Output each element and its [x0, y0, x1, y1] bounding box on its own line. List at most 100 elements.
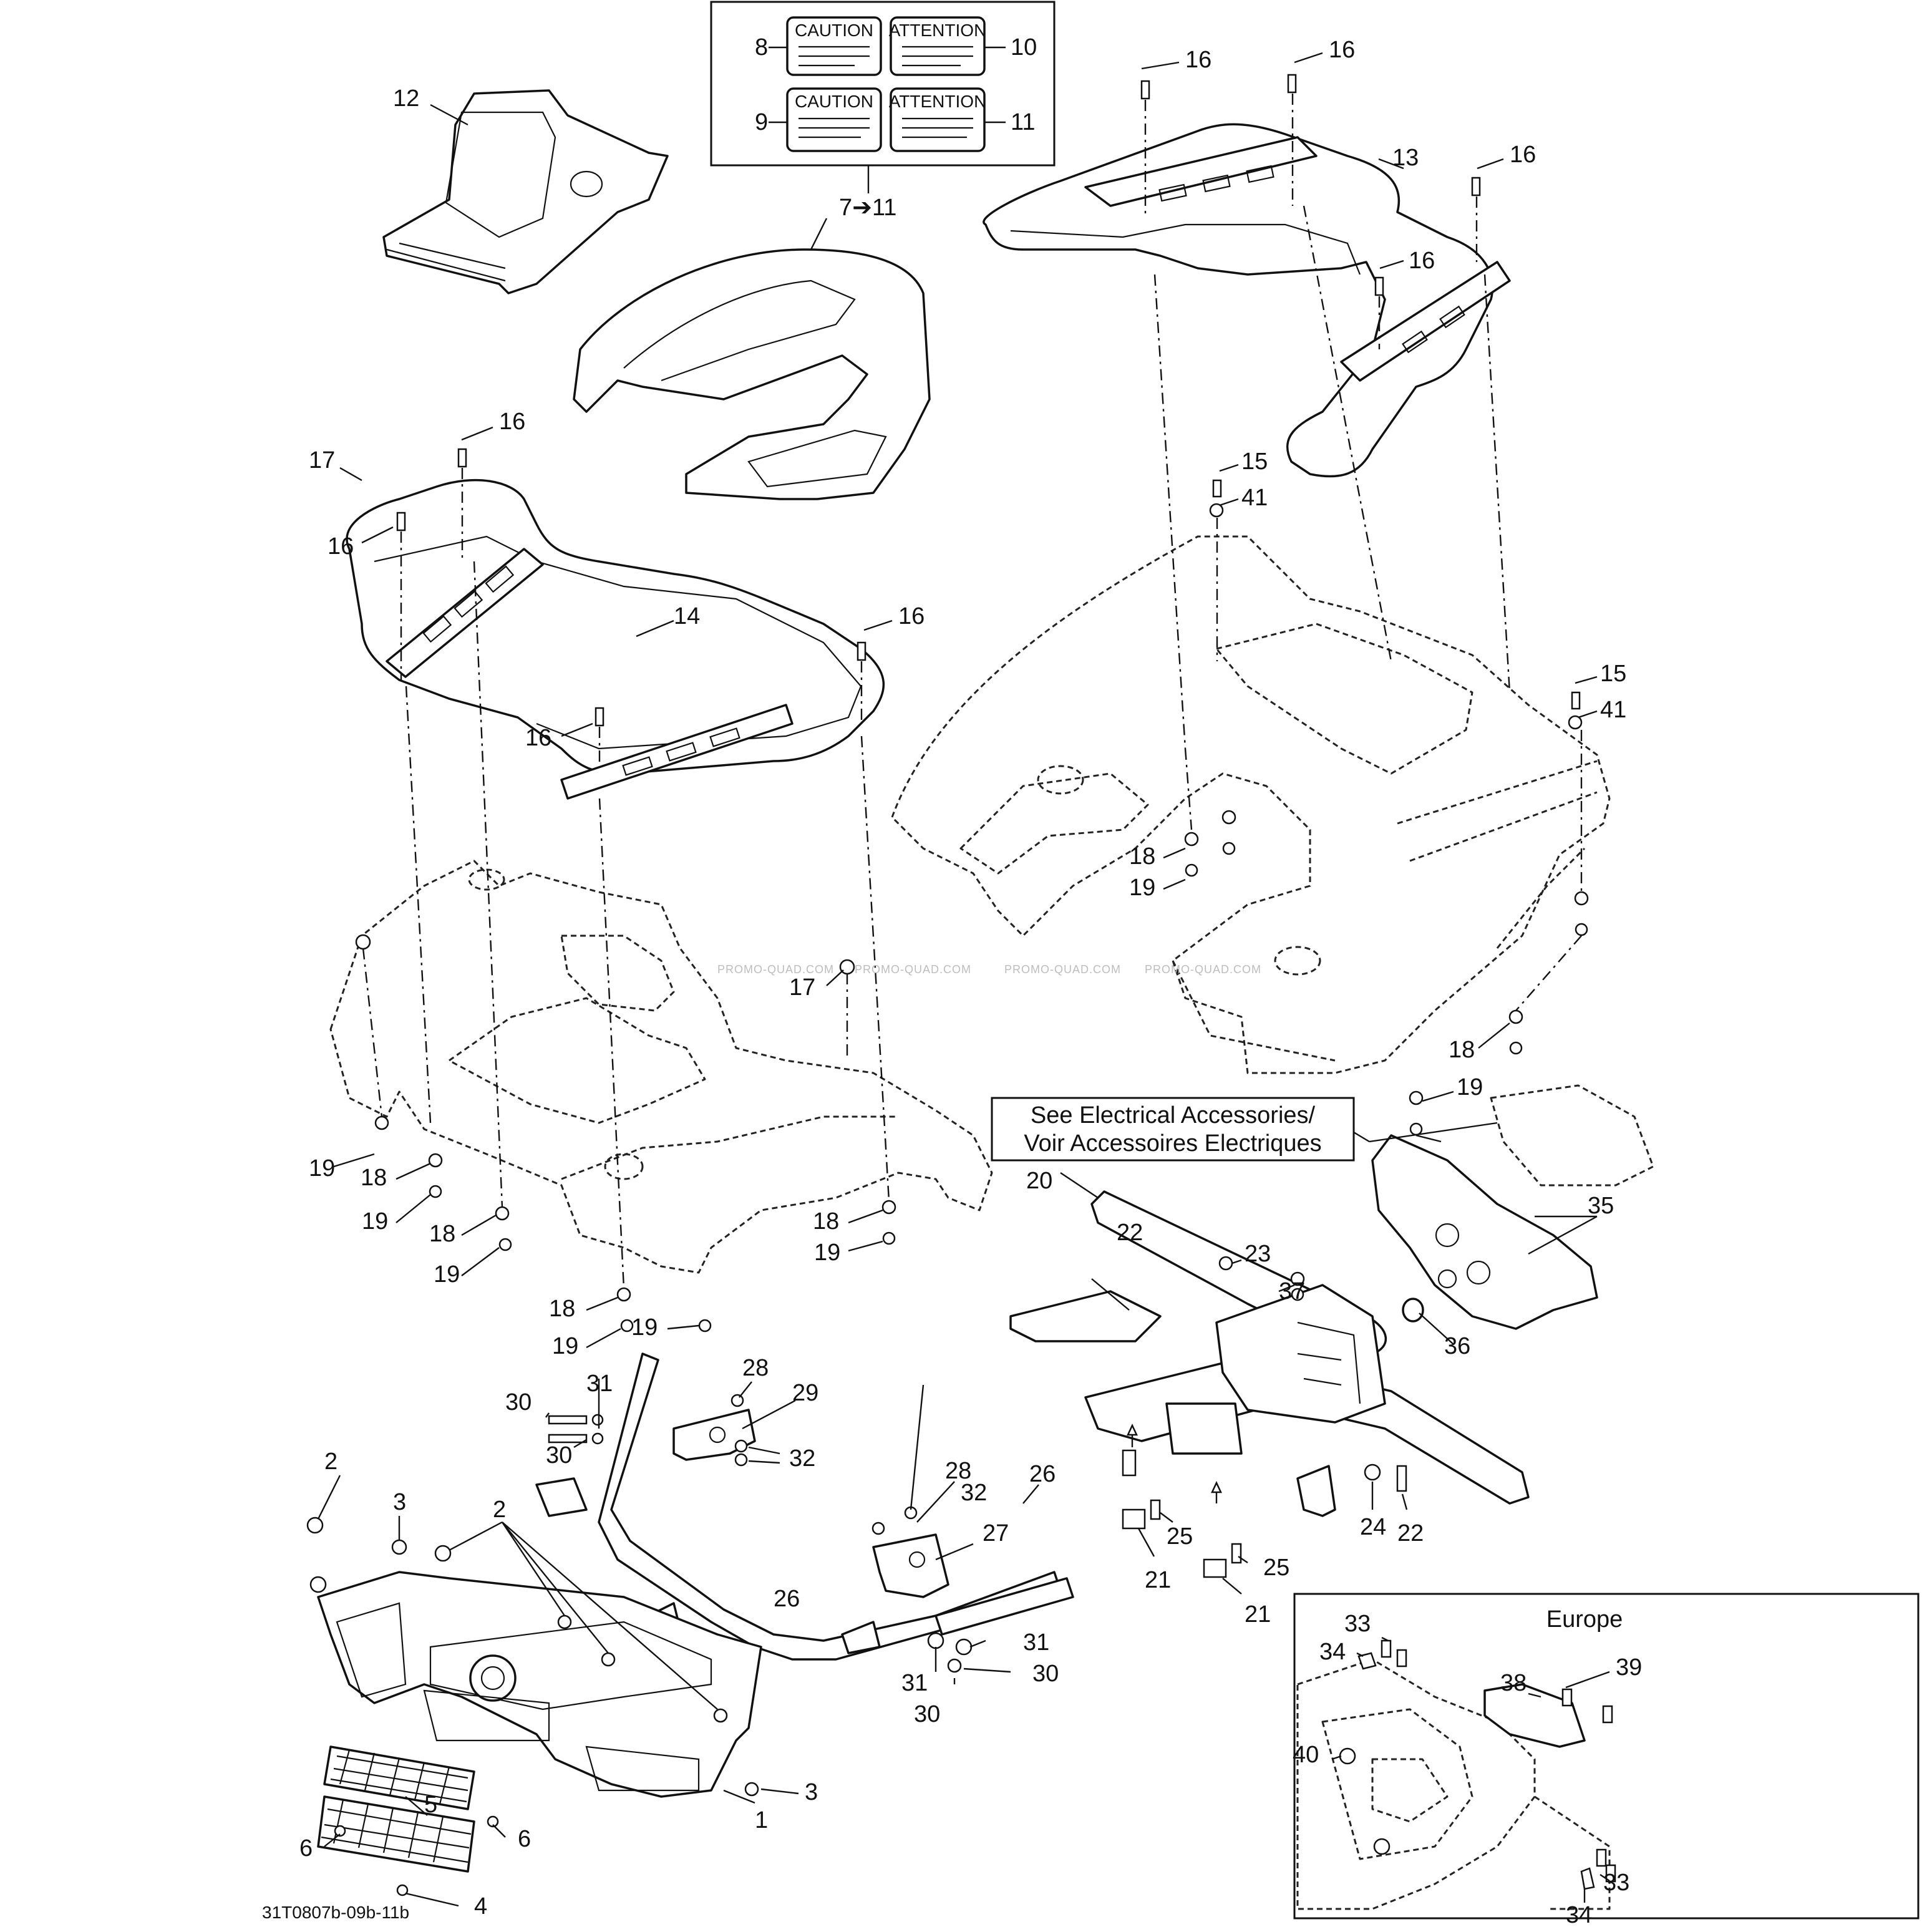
- callout-19: 19: [1457, 1074, 1483, 1100]
- callout-27: 27: [983, 1520, 1009, 1546]
- callout-30: 30: [1032, 1661, 1059, 1687]
- callout-38: 38: [1500, 1670, 1527, 1696]
- callout-10: 10: [1011, 34, 1037, 61]
- callout-18: 18: [813, 1208, 839, 1235]
- note-line-1: See Electrical Accessories/: [1031, 1102, 1316, 1129]
- decal-kit-box: CAUTION ATTENTION CAUTION ATTENTION: [710, 1, 1056, 193]
- callout-1: 1: [755, 1807, 768, 1833]
- callout-32: 32: [961, 1480, 987, 1506]
- callout-19: 19: [362, 1208, 388, 1235]
- callout-33: 33: [1344, 1611, 1371, 1637]
- watermark-text: PROMO-QUAD.COM: [717, 963, 834, 976]
- callout-16: 16: [499, 409, 525, 435]
- callout-34: 34: [1319, 1639, 1346, 1665]
- callout-41: 41: [1600, 697, 1626, 723]
- bracket-27: [872, 1533, 949, 1598]
- callout-6: 6: [518, 1826, 531, 1852]
- callout-41: 41: [1241, 485, 1268, 511]
- callout-9: 9: [755, 109, 768, 135]
- callout-31: 31: [901, 1670, 928, 1696]
- callout-19: 19: [309, 1155, 335, 1182]
- callout-21: 21: [1145, 1567, 1171, 1593]
- callout-29: 29: [792, 1380, 818, 1406]
- tail-light-assembly-35: [1371, 1084, 1654, 1330]
- rear-rack-13: [983, 123, 1511, 478]
- drawing-number: 31T0807b-09b-11b: [262, 1903, 409, 1922]
- callout-34: 34: [1566, 1902, 1592, 1928]
- callout-22: 22: [1117, 1220, 1143, 1246]
- bracket-29: [672, 1409, 756, 1461]
- callout-24: 24: [1360, 1514, 1386, 1540]
- callout-14: 14: [674, 603, 700, 629]
- callout-5: 5: [424, 1792, 437, 1818]
- rear-frame-20: [1009, 1172, 1530, 1517]
- headlight-cover-12: [382, 89, 669, 294]
- decal-caution-8: CAUTION: [786, 16, 882, 76]
- front-bumper-frame-26: [535, 1352, 1074, 1661]
- callout-30: 30: [914, 1701, 940, 1727]
- callout-18: 18: [361, 1165, 387, 1191]
- callout-3: 3: [393, 1489, 406, 1515]
- rear-fender: [891, 535, 1611, 1074]
- callout-36: 36: [1444, 1333, 1470, 1359]
- decal-attention-text: ATTENTION: [889, 21, 987, 40]
- note-line-2: Voir Accessoires Electriques: [1024, 1130, 1321, 1157]
- callout-19: 19: [631, 1314, 658, 1341]
- europe-inset-title: Europe: [1546, 1606, 1623, 1633]
- callout-6: 6: [299, 1835, 313, 1862]
- grille-5: [323, 1745, 475, 1810]
- watermark-text: PROMO-QUAD.COM: [855, 963, 971, 976]
- callout-25: 25: [1263, 1555, 1289, 1581]
- front-center-cover: [573, 218, 931, 500]
- callout-28: 28: [742, 1355, 769, 1381]
- callout-26: 26: [1029, 1461, 1056, 1487]
- front-bumper-1: [317, 1571, 762, 1804]
- callout-16: 16: [525, 725, 551, 751]
- callout-17: 17: [789, 974, 815, 1001]
- callout-40: 40: [1293, 1742, 1319, 1768]
- callout-13: 13: [1392, 145, 1419, 171]
- watermark: PROMO-QUAD.COM PROMO-QUAD.COM PROMO-QUAD…: [717, 963, 1261, 976]
- callout-18: 18: [1449, 1037, 1475, 1063]
- hardware: [306, 74, 1616, 1896]
- front-rack-14: [346, 478, 885, 800]
- callout-16: 16: [328, 533, 354, 560]
- callout-16: 16: [1510, 142, 1536, 168]
- callout-28: 28: [945, 1458, 971, 1484]
- watermark-text: PROMO-QUAD.COM: [1004, 963, 1121, 976]
- callout-16: 16: [1409, 248, 1435, 274]
- decal-caution-text: CAUTION: [795, 92, 873, 111]
- callout-19: 19: [552, 1333, 578, 1359]
- callout-16: 16: [1329, 37, 1355, 63]
- decal-attention-11: ATTENTION: [889, 87, 987, 152]
- callout-leaders: [317, 52, 1610, 1907]
- callout-15: 15: [1241, 449, 1268, 475]
- decal-attention-text: ATTENTION: [889, 92, 987, 111]
- europe-inset: Europe: [1293, 1593, 1920, 1920]
- decal-caution-9: CAUTION: [786, 87, 882, 152]
- callout-33: 33: [1603, 1870, 1629, 1896]
- callout-35: 35: [1588, 1193, 1614, 1219]
- callout-2: 2: [493, 1497, 506, 1523]
- watermark-text: PROMO-QUAD.COM: [1145, 963, 1261, 976]
- callout-23: 23: [1245, 1241, 1271, 1267]
- callout-18: 18: [549, 1296, 575, 1322]
- callout-31: 31: [1023, 1629, 1049, 1656]
- callout-19: 19: [434, 1261, 460, 1288]
- callout-30: 30: [546, 1442, 572, 1468]
- callout-12: 12: [393, 85, 419, 112]
- decal-caution-text: CAUTION: [795, 21, 873, 40]
- callout-16: 16: [1185, 47, 1211, 73]
- callout-31: 31: [586, 1371, 613, 1397]
- callout-18: 18: [1129, 843, 1155, 870]
- callout-30: 30: [505, 1389, 532, 1415]
- callout-32: 32: [789, 1445, 815, 1472]
- callout-22: 22: [1397, 1520, 1424, 1546]
- electrical-accessories-note: See Electrical Accessories/ Voir Accesso…: [991, 1097, 1355, 1162]
- callout-3: 3: [805, 1779, 818, 1805]
- callout-20: 20: [1026, 1168, 1052, 1194]
- callout-11: 11: [1011, 109, 1035, 135]
- callout-19: 19: [814, 1240, 840, 1266]
- callout-7-to-11: 7➔11: [839, 195, 896, 221]
